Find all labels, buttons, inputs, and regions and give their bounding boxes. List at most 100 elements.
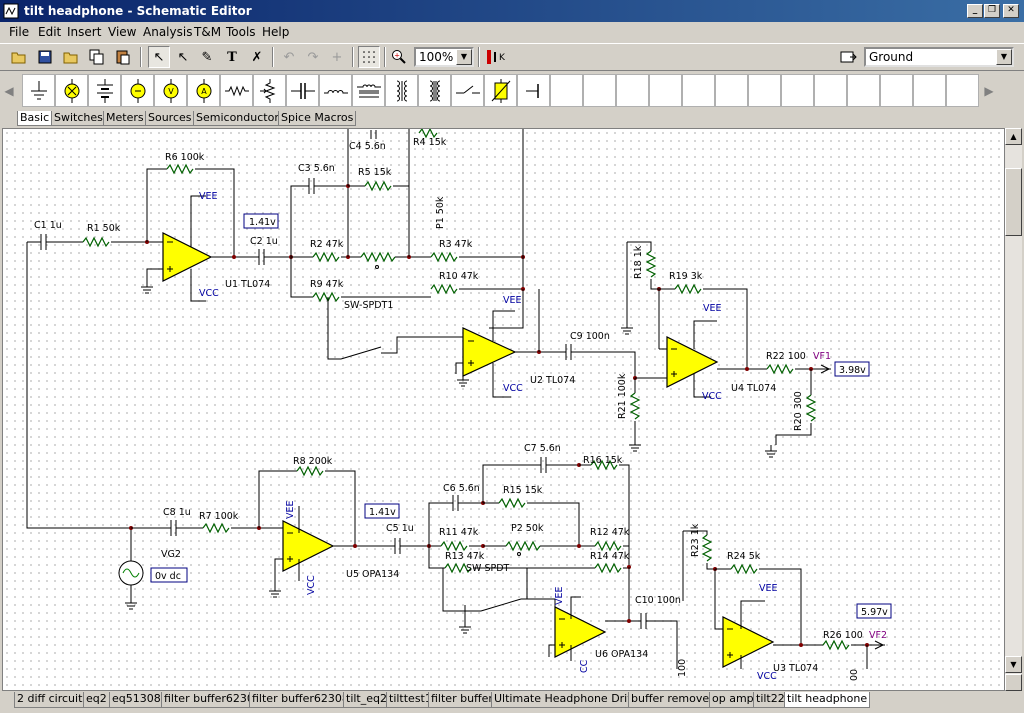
scroll-thumb[interactable] bbox=[1005, 168, 1022, 236]
menu-view[interactable]: View bbox=[108, 25, 137, 39]
palette-tabs: Basic Switches Meters Sources Semiconduc… bbox=[0, 110, 1024, 127]
tab-meters[interactable]: Meters bbox=[103, 111, 147, 126]
sheet-tab[interactable]: tilt22 bbox=[753, 692, 788, 708]
copy-icon[interactable] bbox=[86, 46, 108, 68]
undo-icon[interactable]: ↶ bbox=[283, 49, 295, 65]
vee3-label: VEE bbox=[759, 583, 778, 594]
sheet-tab[interactable]: Ultimate Headphone Driver bbox=[491, 692, 649, 708]
r15-label: R15 15k bbox=[503, 485, 543, 496]
coupled-inductor-icon[interactable] bbox=[385, 74, 418, 107]
variable-resistor-icon[interactable] bbox=[484, 74, 517, 107]
voltmeter-icon[interactable]: V bbox=[154, 74, 187, 107]
sheet-tab[interactable]: op amp bbox=[709, 692, 757, 708]
empty-slot bbox=[748, 74, 781, 107]
pencil-icon[interactable]: ✎ bbox=[201, 49, 213, 65]
title-bar: tilt headphone - Schematic Editor _ ❐ ✕ bbox=[0, 0, 1024, 22]
sw1-label: SW-SPDT1 bbox=[344, 300, 393, 311]
c8-label: C8 1u bbox=[163, 507, 191, 518]
tab-sources[interactable]: Sources bbox=[145, 111, 195, 126]
sheet-tab[interactable]: buffer removed bbox=[628, 692, 720, 708]
r-partial-label-2: 00 bbox=[849, 669, 860, 681]
sheet-tab[interactable]: tilttest1 bbox=[386, 692, 435, 708]
switch-icon[interactable] bbox=[451, 74, 484, 107]
zoom-select[interactable]: 100% ▼ bbox=[414, 47, 474, 67]
zoom-icon[interactable]: + bbox=[388, 46, 410, 68]
u2-label: U2 TL074 bbox=[530, 375, 575, 386]
open-folder-icon[interactable] bbox=[8, 46, 30, 68]
menu-analysis[interactable]: Analysis bbox=[143, 25, 193, 39]
palette-scroll-right-icon[interactable]: ▶ bbox=[984, 84, 994, 98]
ammeter-icon[interactable]: A bbox=[187, 74, 220, 107]
crosshair-icon[interactable]: + bbox=[331, 49, 343, 65]
battery-icon[interactable] bbox=[88, 74, 121, 107]
wire-pointer-icon[interactable]: ↖ bbox=[177, 49, 189, 65]
select-pointer-icon[interactable]: ↖ bbox=[148, 46, 170, 68]
component-tool-icon[interactable]: K bbox=[484, 46, 506, 68]
sheet-tab[interactable]: filter buffer62308 bbox=[161, 692, 264, 708]
sheet-tab[interactable]: 2 diff circuits bbox=[14, 692, 92, 708]
voltage-readout-v1[interactable]: 1.41v bbox=[243, 213, 279, 229]
sheet-tab[interactable]: eq2 bbox=[83, 692, 110, 708]
voltage-readout-v2[interactable]: 1.41v bbox=[364, 503, 400, 519]
terminal-icon[interactable] bbox=[517, 74, 550, 107]
sheet-tab[interactable]: eq51308 bbox=[109, 692, 164, 708]
menu-tools[interactable]: Tools bbox=[226, 25, 256, 39]
voltage-readout-vf1[interactable]: 3.98v bbox=[834, 361, 870, 377]
empty-slot bbox=[847, 74, 880, 107]
window-title: tilt headphone - Schematic Editor bbox=[24, 4, 252, 18]
ideal-transformer-icon[interactable] bbox=[418, 74, 451, 107]
lamp-icon[interactable] bbox=[55, 74, 88, 107]
r2-label: R2 47k bbox=[310, 239, 344, 250]
empty-slot bbox=[814, 74, 847, 107]
tab-semiconductors[interactable]: Semiconductors bbox=[193, 111, 288, 126]
save-icon[interactable] bbox=[34, 46, 56, 68]
place-component-icon[interactable] bbox=[838, 46, 860, 68]
tab-spice-macros[interactable]: Spice Macros bbox=[278, 111, 357, 126]
inductor-icon[interactable] bbox=[319, 74, 352, 107]
schematic-canvas[interactable]: C4 5.6n R4 15k R6 100k C3 5.6n R5 15k P1… bbox=[2, 128, 1005, 691]
scroll-down-icon[interactable]: ▼ bbox=[1005, 656, 1022, 673]
u3-label: U3 TL074 bbox=[773, 663, 818, 674]
tab-basic[interactable]: Basic bbox=[17, 111, 53, 126]
c5-label: C5 1u bbox=[386, 523, 414, 534]
vf2-label: VF2 bbox=[869, 630, 887, 641]
ground-icon[interactable] bbox=[22, 74, 55, 107]
schematic-drawing: C4 5.6n R4 15k R6 100k C3 5.6n R5 15k P1… bbox=[26, 129, 892, 682]
tab-switches[interactable]: Switches bbox=[51, 111, 106, 126]
voltage-source-icon[interactable] bbox=[121, 74, 154, 107]
redo-icon[interactable]: ↷ bbox=[307, 49, 319, 65]
menu-tm[interactable]: T&M bbox=[194, 25, 222, 39]
paste-icon[interactable] bbox=[112, 46, 134, 68]
vcc1-label: VCC bbox=[199, 288, 219, 299]
r21-label: R21 100k bbox=[617, 373, 628, 419]
delete-wire-icon[interactable]: ✗ bbox=[251, 49, 263, 65]
voltage-readout-vg2[interactable]: 0v dc bbox=[150, 567, 188, 583]
potentiometer-icon[interactable] bbox=[253, 74, 286, 107]
sheet-tab[interactable]: filter buffer1 bbox=[428, 692, 503, 708]
menu-edit[interactable]: Edit bbox=[38, 25, 62, 39]
grid-icon[interactable] bbox=[358, 46, 380, 68]
vertical-scrollbar[interactable]: ▲ ▼ bbox=[1005, 128, 1022, 691]
resistor-icon[interactable] bbox=[220, 74, 253, 107]
text-tool-icon[interactable]: T bbox=[227, 49, 237, 65]
minimize-button[interactable]: _ bbox=[967, 4, 983, 18]
transformer-icon[interactable] bbox=[352, 74, 385, 107]
sheet-tab-active[interactable]: tilt headphone bbox=[784, 692, 871, 708]
empty-slot bbox=[880, 74, 913, 107]
r19-label: R19 3k bbox=[669, 271, 703, 282]
scroll-up-icon[interactable]: ▲ bbox=[1005, 128, 1022, 145]
chevron-down-icon: ▼ bbox=[996, 49, 1012, 65]
restore-button[interactable]: ❐ bbox=[984, 4, 1000, 18]
palette-scroll-left-icon[interactable]: ◀ bbox=[4, 84, 14, 98]
voltage-readout-vf2[interactable]: 5.97v bbox=[856, 603, 892, 619]
menu-help[interactable]: Help bbox=[262, 25, 290, 39]
capacitor-icon[interactable] bbox=[286, 74, 319, 107]
open-icon[interactable] bbox=[60, 46, 82, 68]
vcc5-label: VCC bbox=[306, 575, 317, 595]
menu-insert[interactable]: Insert bbox=[67, 25, 102, 39]
menu-file[interactable]: File bbox=[9, 25, 30, 39]
component-select[interactable]: Ground ▼ bbox=[864, 47, 1014, 67]
close-button[interactable]: ✕ bbox=[1003, 4, 1019, 18]
empty-slot bbox=[781, 74, 814, 107]
sheet-tab[interactable]: tilt_eq2 bbox=[343, 692, 390, 708]
